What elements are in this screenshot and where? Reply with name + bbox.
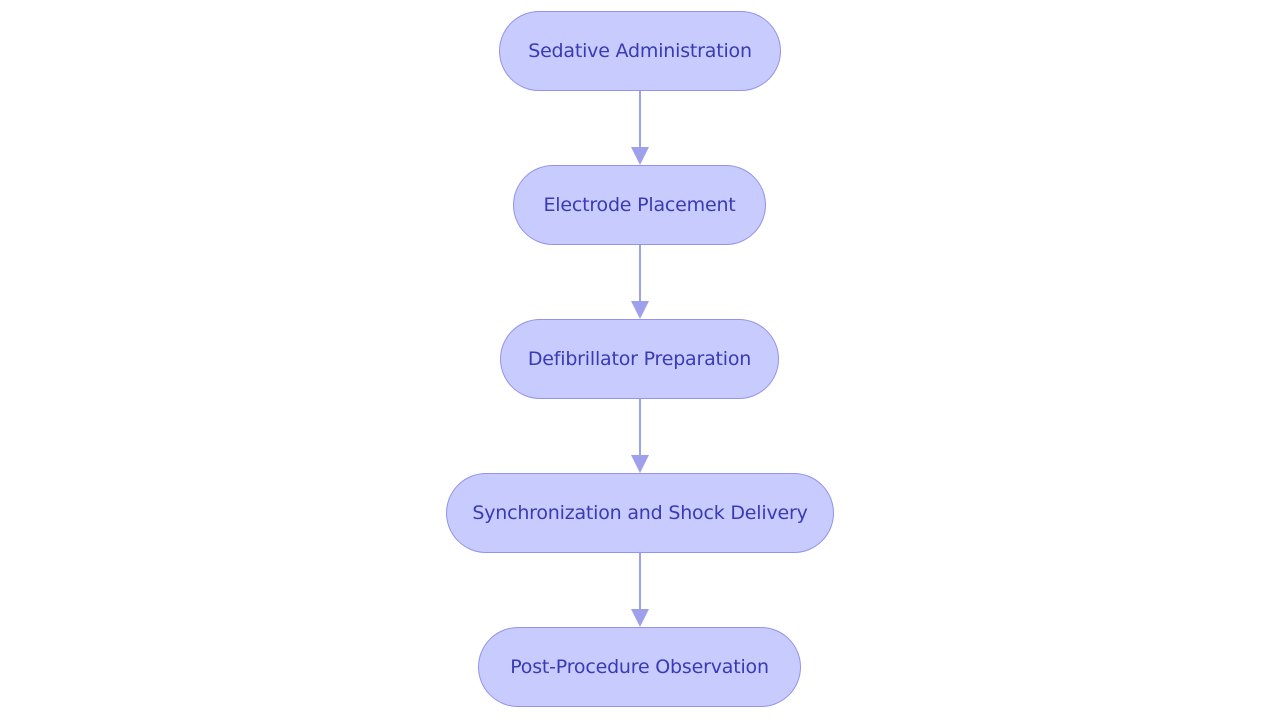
node-defibrillator-preparation: Defibrillator Preparation	[500, 319, 779, 399]
node-label: Defibrillator Preparation	[527, 348, 752, 370]
arrow-head-icon	[631, 609, 649, 627]
edge-n4-n5	[631, 553, 649, 627]
node-sedative-administration: Sedative Administration	[499, 11, 781, 91]
node-label: Post-Procedure Observation	[510, 656, 769, 678]
edge-n3-n4	[631, 399, 649, 473]
node-electrode-placement: Electrode Placement	[513, 165, 766, 245]
edge-n2-n3	[631, 245, 649, 319]
node-post-procedure-observation: Post-Procedure Observation	[478, 627, 801, 707]
arrow-head-icon	[631, 147, 649, 165]
arrow-head-icon	[631, 301, 649, 319]
edge-n1-n2	[631, 91, 649, 165]
node-label: Electrode Placement	[543, 194, 736, 216]
arrow-head-icon	[631, 455, 649, 473]
node-synchronization-and-shock-delivery: Synchronization and Shock Delivery	[446, 473, 834, 553]
node-label: Synchronization and Shock Delivery	[472, 502, 808, 524]
node-label: Sedative Administration	[528, 40, 752, 62]
